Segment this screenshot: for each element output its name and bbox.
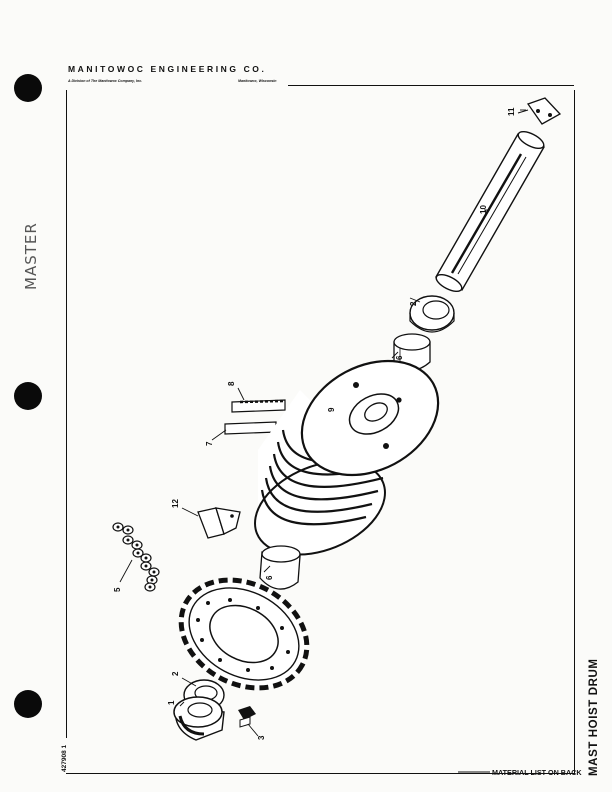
part-12-bracket [197,507,241,539]
binder-hole-top [14,74,42,102]
label-part-9: 9 [327,407,336,412]
sprocket [178,577,310,691]
frame-left-rule [66,90,67,738]
binder-hole-middle [14,382,42,410]
part-6-bushing-lower [259,545,301,590]
part-5-chain [112,522,160,592]
part-6-bushing-upper [393,333,431,371]
part-9-drum [254,359,440,565]
part-10-shaft [435,130,545,293]
company-name: MANITOWOC ENGINEERING CO. [68,64,267,74]
part-8-bar [231,399,286,413]
label-part-6-lower: 6 [265,575,274,580]
part-1-hub [173,696,225,741]
part-7-bar [224,421,277,435]
label-part-2-upper: 2 [409,301,418,306]
part-11-bracket [517,97,562,125]
division-line: A Division of The Manitowoc Company, Inc… [68,79,143,83]
label-part-10: 10 [479,205,488,214]
part-2-collar-upper [409,295,455,333]
label-part-2-lower: 2 [171,671,180,676]
location-line: Manitowoc, Wisconsin [238,79,277,83]
part-3-bolt [238,706,256,728]
label-part-3: 3 [257,735,266,740]
label-part-11: 11 [507,107,516,116]
label-part-5: 5 [113,587,122,592]
label-part-1: 1 [167,700,176,705]
label-leaders [119,109,526,737]
header-rule [288,85,574,86]
drawing-frame [66,90,575,774]
label-part-8: 8 [227,381,236,386]
binder-hole-bottom [14,690,42,718]
label-part-12: 12 [171,499,180,508]
material-list-note: MATERIAL LIST ON BACK [492,768,582,777]
label-part-7: 7 [205,441,214,446]
label-part-6-upper: 6 [395,355,404,360]
